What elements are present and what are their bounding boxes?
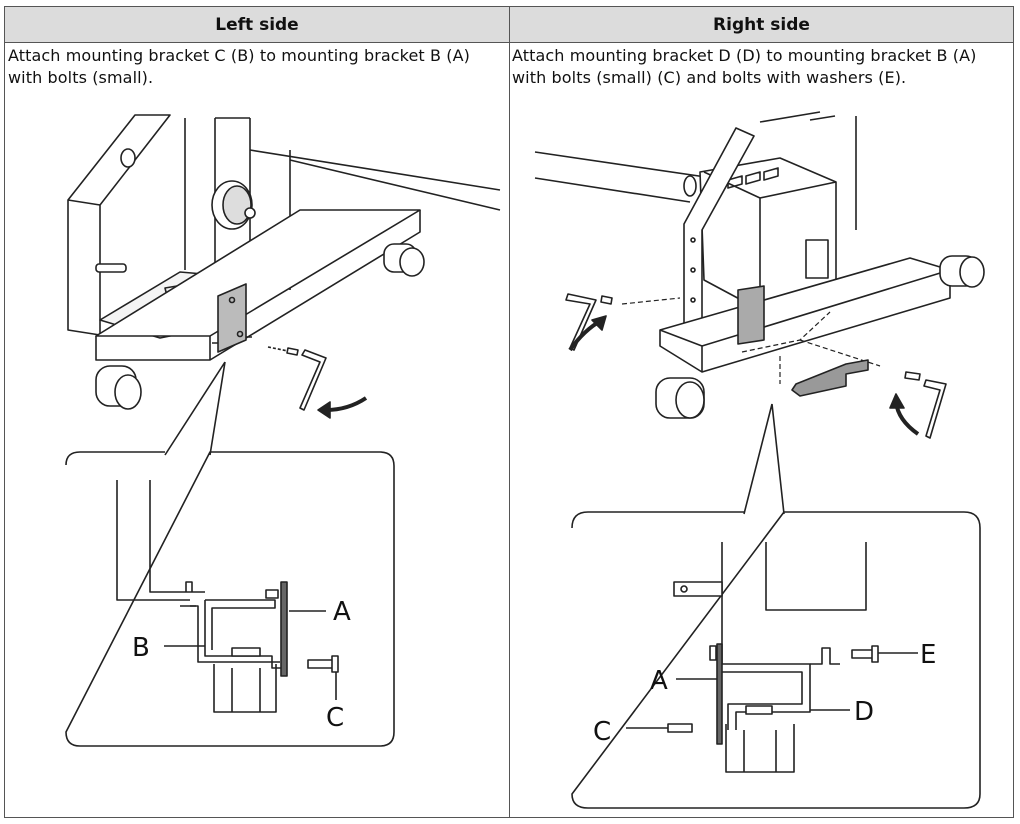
callout-label-a: A xyxy=(333,597,351,627)
callout-label-d: D xyxy=(854,697,874,727)
callout-label-c: C xyxy=(326,703,344,733)
header-left-side: Left side xyxy=(5,7,509,43)
callout-label-a: A xyxy=(650,666,668,696)
callout-label-c: C xyxy=(593,717,611,747)
right-instruction-text: Attach mounting bracket D (D) to mountin… xyxy=(512,46,977,87)
column-divider xyxy=(509,7,510,817)
header-right-side: Right side xyxy=(510,7,1013,43)
instruction-table: Left side Right side xyxy=(4,6,1014,818)
left-instruction-text: Attach mounting bracket C (B) to mountin… xyxy=(8,46,470,87)
callout-label-b: B xyxy=(132,633,150,663)
callout-label-e: E xyxy=(920,640,936,670)
